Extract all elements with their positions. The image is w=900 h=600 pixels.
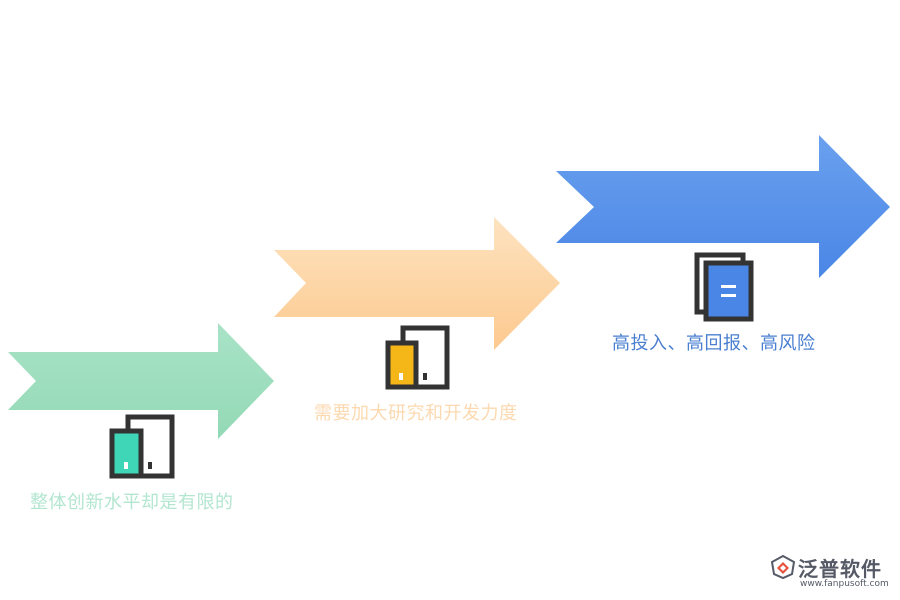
step-1-label: 整体创新水平却是有限的 — [30, 492, 234, 513]
step-1-arrow — [8, 323, 274, 439]
document-icon — [694, 252, 754, 322]
logo-mark-icon — [770, 554, 796, 580]
device-icon — [385, 325, 450, 390]
logo-url: www.fanpusoft.com — [800, 579, 889, 589]
device-icon — [109, 414, 175, 479]
step-2-arrow — [274, 217, 560, 350]
logo-name: 泛普软件 — [798, 557, 882, 581]
brand-logo: 泛普软件 www.fanpusoft.com — [770, 553, 895, 595]
step-2-label: 需要加大研究和开发力度 — [314, 403, 518, 424]
step-3-label: 高投入、高回报、高风险 — [612, 333, 816, 354]
step-3-arrow — [556, 135, 890, 278]
